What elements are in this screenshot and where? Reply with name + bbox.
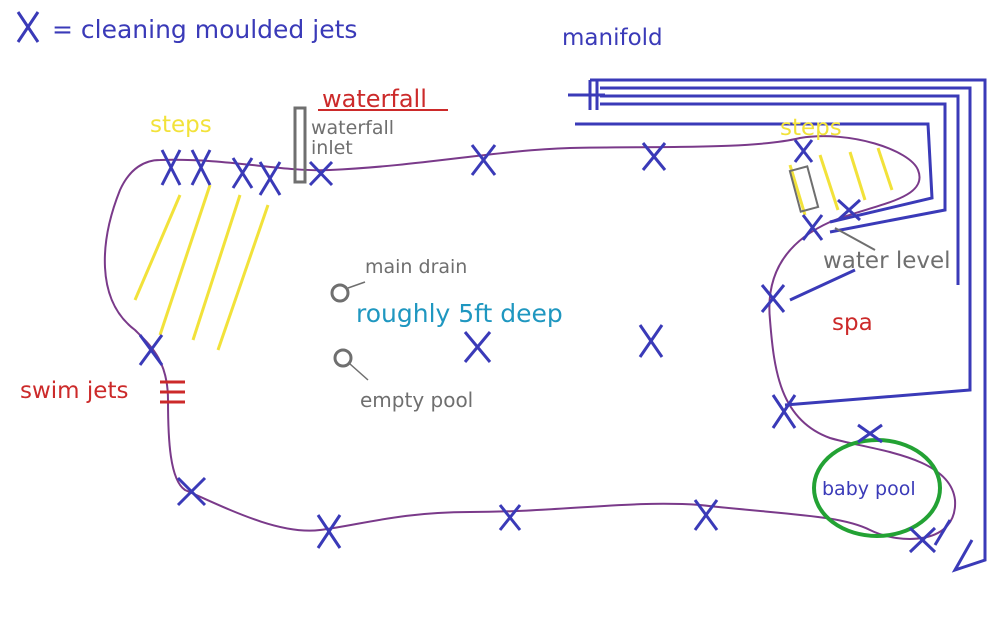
jet-x-mark — [231, 157, 254, 189]
empty-pool-label: empty pool — [360, 388, 473, 412]
main-drain-label: main drain — [365, 256, 467, 278]
jet-x-mark — [160, 149, 182, 186]
pool-outline — [103, 135, 957, 540]
empty-pool-pointer — [349, 363, 369, 381]
jet-x-mark — [638, 324, 664, 358]
main-drain-pointer — [347, 281, 366, 289]
steps-right-label: steps — [780, 115, 842, 141]
jet-x-mark — [470, 144, 497, 176]
jet-x-mark — [463, 331, 492, 363]
jet-x-mark — [836, 198, 862, 222]
jet-x-mark — [308, 160, 334, 187]
jet-x-mark — [793, 139, 814, 163]
jet-x-mark — [190, 149, 212, 186]
empty-pool-drain-icon — [333, 348, 353, 368]
steps-right-lines — [788, 147, 894, 216]
legend-text: = cleaning moulded jets — [52, 15, 357, 44]
jet-x-mark — [138, 334, 164, 366]
jet-x-mark — [693, 499, 719, 531]
jet-x-mark — [908, 526, 937, 554]
water-level-marker — [788, 165, 876, 251]
waterfall-inlet-label-1: waterfall — [311, 117, 394, 139]
manifold-label: manifold — [562, 25, 663, 51]
jet-x-mark — [771, 394, 797, 429]
jet-x-mark — [760, 284, 786, 313]
swim-jets-label: swim jets — [20, 378, 128, 404]
baby-pool-label: baby pool — [822, 478, 916, 500]
cleaning-jets — [138, 139, 937, 554]
legend-jet-icon — [16, 11, 40, 43]
spa-label: spa — [832, 310, 873, 336]
jet-x-mark — [316, 514, 342, 549]
jet-x-mark — [801, 214, 824, 241]
main-drain-icon — [330, 283, 350, 303]
jet-x-mark — [857, 423, 883, 444]
swim-jets-icon — [160, 380, 185, 404]
jet-x-mark — [176, 476, 207, 507]
waterfall-inlet-marker — [293, 106, 307, 184]
waterfall-label: waterfall — [322, 85, 427, 113]
water-level-label: water level — [823, 248, 951, 274]
steps-left-label: steps — [150, 112, 212, 138]
jet-x-mark — [258, 161, 282, 196]
steps-left-lines — [133, 184, 270, 351]
waterfall-inlet-label-2: inlet — [311, 137, 353, 159]
depth-label: roughly 5ft deep — [356, 299, 563, 328]
jet-x-mark — [498, 504, 522, 531]
jet-x-mark — [641, 142, 667, 171]
manifold-pipes — [568, 78, 987, 573]
